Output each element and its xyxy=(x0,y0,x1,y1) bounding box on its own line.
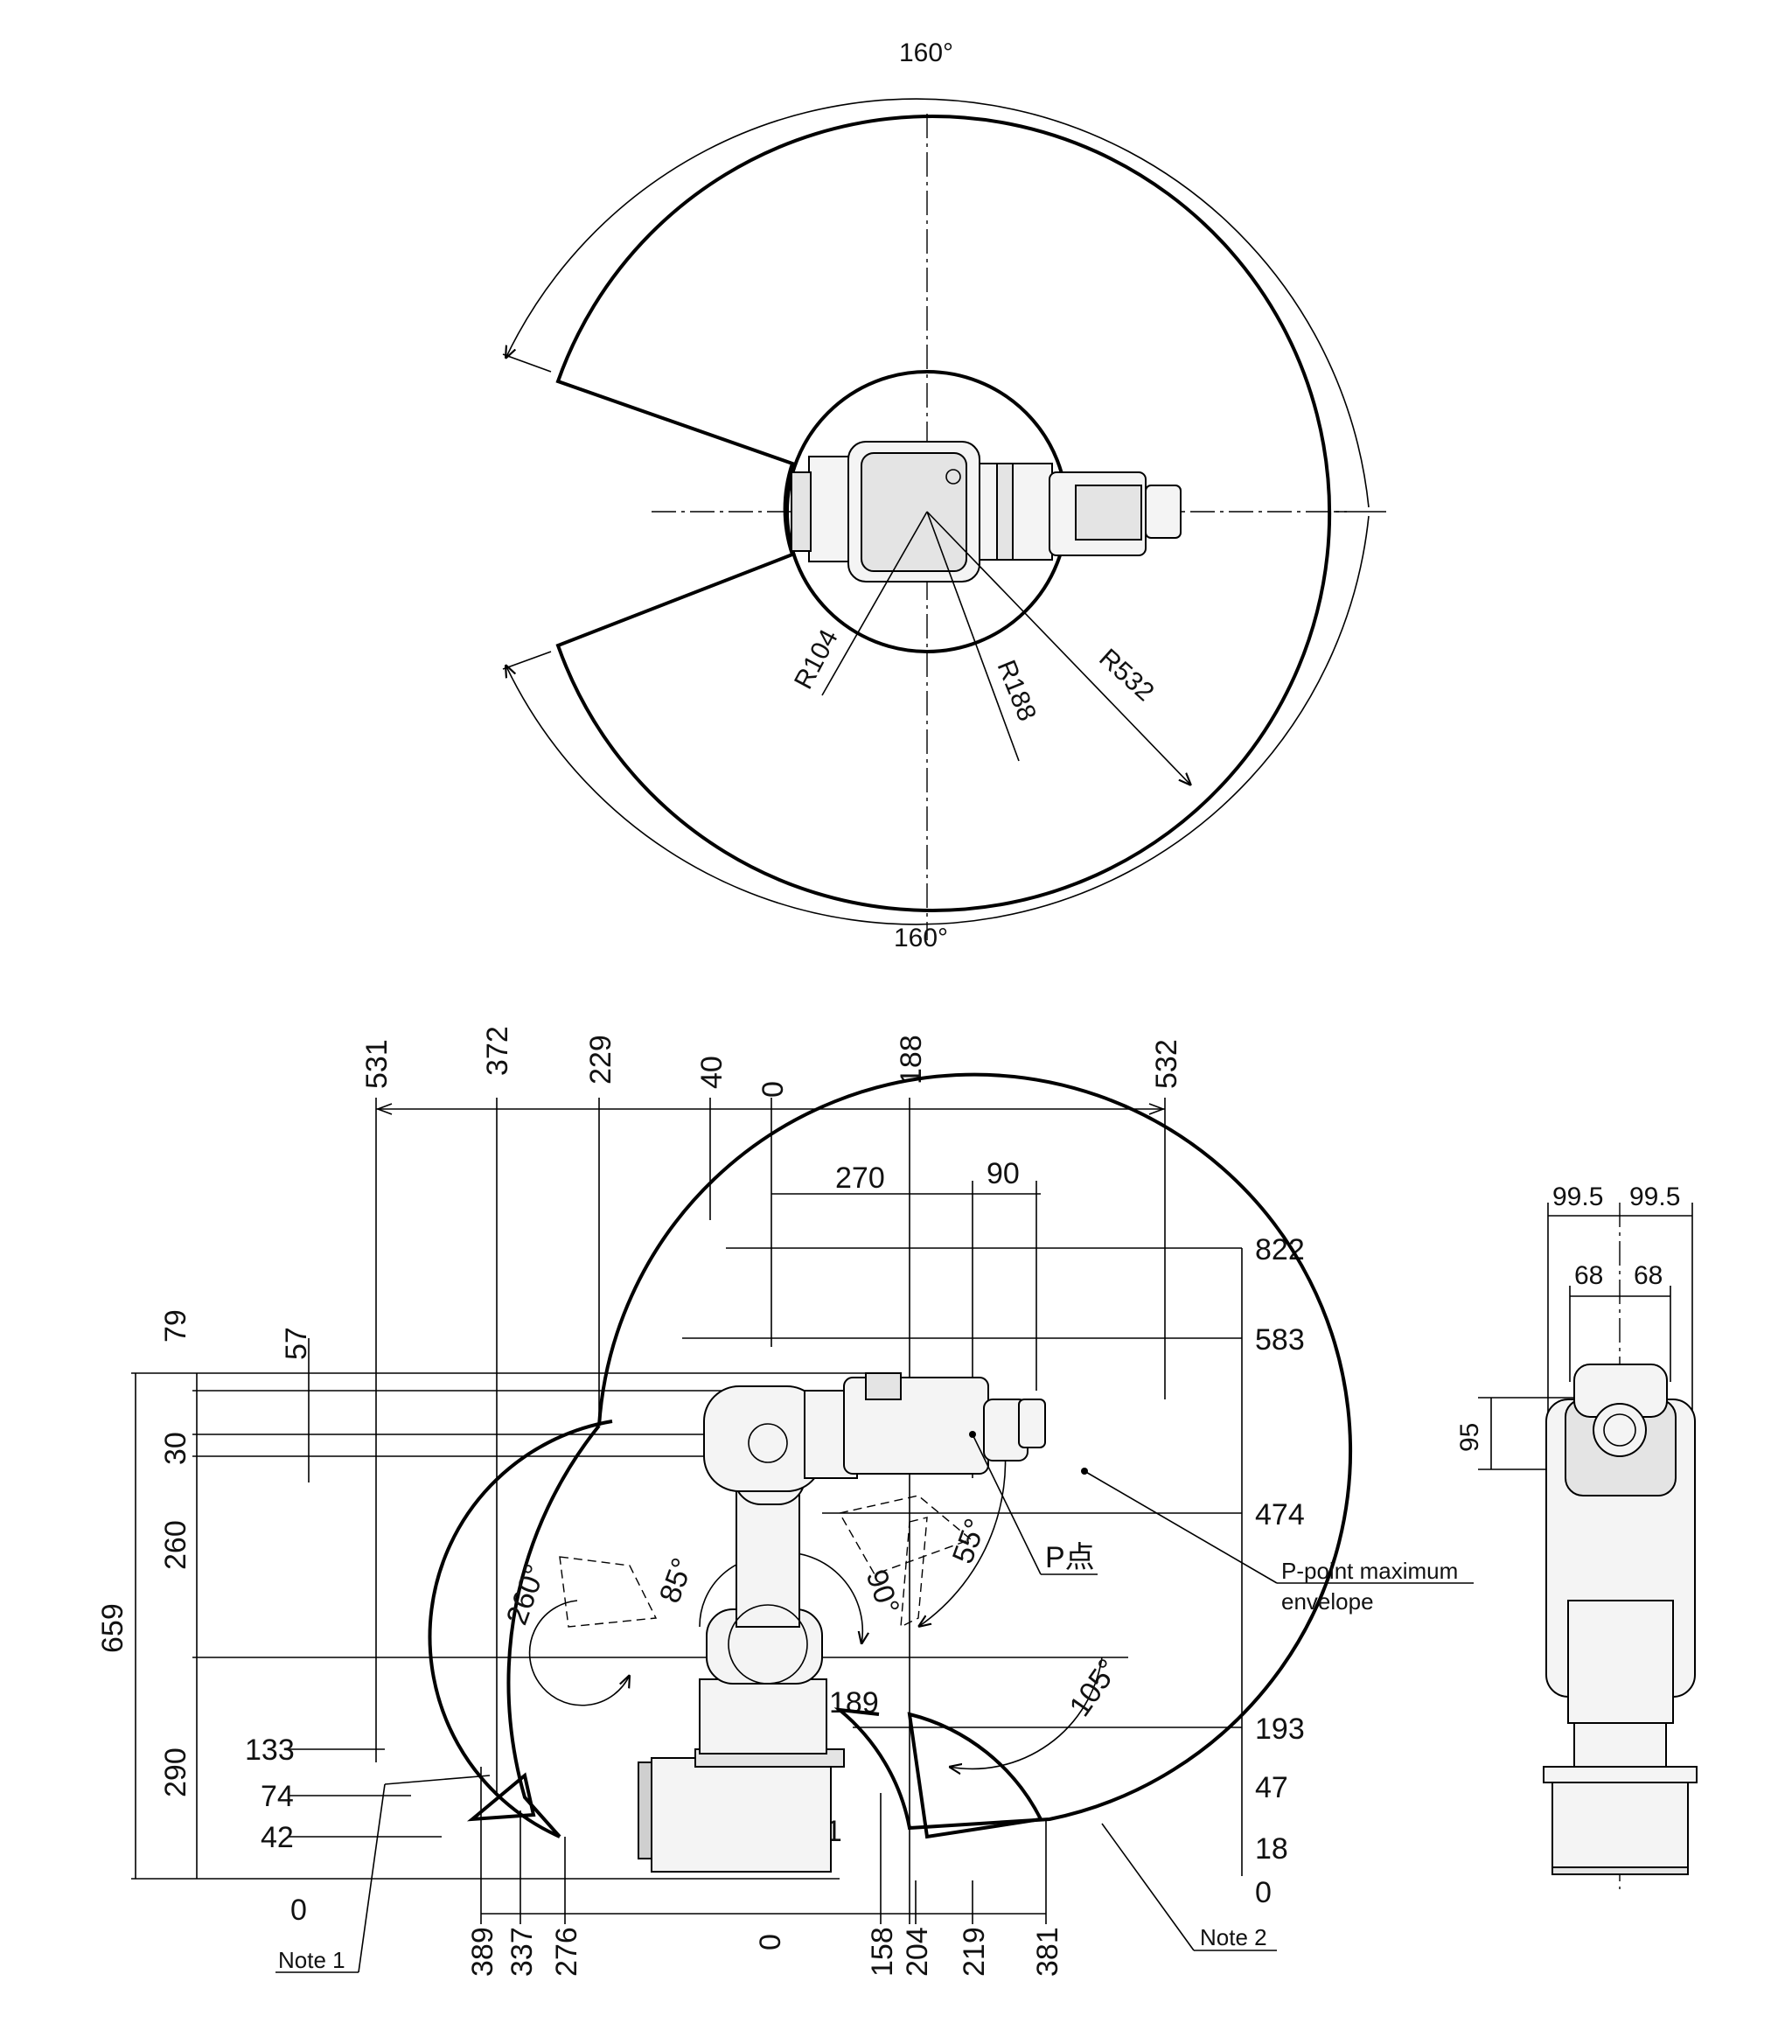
side-view: 531 372 229 40 0 188 532 270 90 822 583 … xyxy=(96,1026,1474,1977)
robot-top-body xyxy=(791,441,1182,583)
right-dim-47: 47 xyxy=(1255,1771,1288,1804)
top-dim-372: 372 xyxy=(481,1026,514,1076)
angle-160-top: 160° xyxy=(899,38,953,67)
angle-260: 260° xyxy=(500,1560,553,1629)
angle-arc-top xyxy=(506,98,1370,508)
right-dim-583: 583 xyxy=(1255,1323,1305,1357)
note-2: Note 2 xyxy=(1200,1924,1267,1950)
top-dim-40: 40 xyxy=(695,1056,729,1089)
bottom-dim-337: 337 xyxy=(506,1927,539,1977)
top-dim-229: 229 xyxy=(584,1035,617,1085)
top-dim-0: 0 xyxy=(757,1081,790,1098)
angle-85: 85° xyxy=(653,1553,700,1607)
angle-arc-bottom xyxy=(506,515,1370,925)
side-envelope xyxy=(428,1072,1353,1838)
angle-90: 90° xyxy=(859,1566,905,1619)
bottom-dim-219: 219 xyxy=(958,1927,991,1977)
radius-r532: R532 xyxy=(1093,644,1159,708)
bottom-dim-389: 389 xyxy=(466,1927,499,1977)
right-dim-0: 0 xyxy=(1255,1876,1272,1909)
left-dim-74: 74 xyxy=(261,1780,294,1813)
right-dim-474: 474 xyxy=(1255,1498,1305,1531)
right-dim-193: 193 xyxy=(1255,1713,1305,1746)
radius-r188: R188 xyxy=(992,656,1042,725)
bottom-dim-204: 204 xyxy=(901,1927,934,1977)
angle-105: 105° xyxy=(1063,1653,1125,1722)
robot-front-body xyxy=(1543,1364,1698,1875)
top-dim-531: 531 xyxy=(360,1039,394,1089)
angle-160-bottom: 160° xyxy=(894,924,948,952)
bottom-dim-158: 158 xyxy=(866,1927,899,1977)
left-dim-42: 42 xyxy=(261,1821,294,1854)
top-dim-188: 188 xyxy=(895,1035,928,1085)
front-dim-99-5-right: 99.5 xyxy=(1629,1182,1680,1211)
front-dim-68-left: 68 xyxy=(1574,1261,1603,1290)
left-dim-260: 260 xyxy=(159,1520,192,1570)
top-view: 160° 160° R104 R188 R532 xyxy=(502,38,1386,952)
right-dim-822: 822 xyxy=(1255,1233,1305,1266)
dim-270: 270 xyxy=(835,1162,885,1195)
robot-side-body xyxy=(638,1372,1046,1873)
left-dim-57: 57 xyxy=(280,1327,313,1360)
bottom-dim-381: 381 xyxy=(1031,1927,1064,1977)
left-dim-290: 290 xyxy=(159,1748,192,1797)
front-dim-68-right: 68 xyxy=(1634,1261,1663,1290)
left-dim-133: 133 xyxy=(245,1734,295,1767)
left-dim-79: 79 xyxy=(159,1309,192,1343)
p-envelope-line1: P-point maximum xyxy=(1281,1558,1458,1584)
left-dim-30: 30 xyxy=(159,1432,192,1465)
front-dim-95: 95 xyxy=(1455,1423,1484,1452)
angle-55: 55° xyxy=(946,1514,993,1567)
bottom-dim-0: 0 xyxy=(754,1934,787,1950)
left-dim-659: 659 xyxy=(96,1603,129,1653)
top-dim-532: 532 xyxy=(1150,1039,1183,1089)
radius-r104: R104 xyxy=(789,624,844,694)
front-dim-99-5-left: 99.5 xyxy=(1552,1182,1603,1211)
right-dim-18: 18 xyxy=(1255,1832,1288,1866)
left-dim-0: 0 xyxy=(290,1894,307,1927)
front-view: 99.5 99.5 68 68 95 xyxy=(1455,1182,1698,1889)
p-point-label: P点 xyxy=(1045,1541,1095,1574)
bottom-dim-276: 276 xyxy=(550,1927,583,1977)
outer-envelope xyxy=(555,115,1332,912)
dim-90: 90 xyxy=(987,1157,1020,1190)
note-1: Note 1 xyxy=(278,1947,345,1973)
p-envelope-line2: envelope xyxy=(1281,1588,1374,1615)
